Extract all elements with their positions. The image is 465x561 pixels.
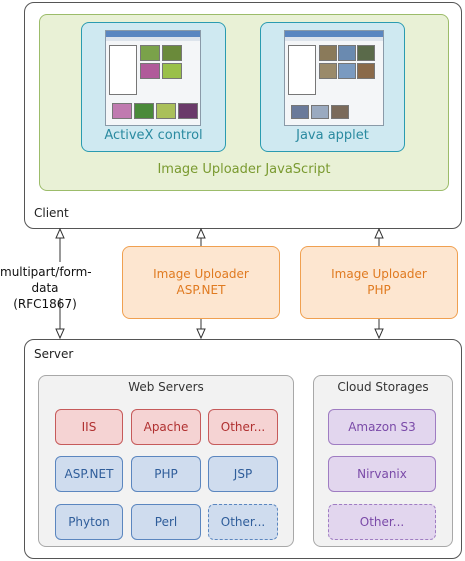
web-servers-title: Web Servers — [128, 380, 204, 394]
client-label: Client — [34, 206, 69, 220]
php-platform-box: PHP — [131, 456, 201, 492]
amazon-s3-box: Amazon S3 — [328, 409, 436, 445]
perl-platform-box: Perl — [131, 504, 201, 540]
uploader-php-box: Image Uploader PHP — [300, 246, 458, 319]
server-label: Server — [34, 347, 74, 361]
uploader-aspnet-line1: Image Uploader — [153, 267, 249, 281]
php-arrow-down-icon — [374, 328, 384, 340]
protocol-line-2: (RFC1867) — [13, 297, 77, 311]
activex-screenshot — [105, 30, 201, 126]
iis-box: IIS — [55, 409, 123, 445]
activex-label: ActiveX control — [104, 128, 203, 143]
java-applet-box — [260, 22, 405, 152]
protocol-label: multipart/form-data (RFC1867) — [0, 264, 92, 312]
uploader-php-line1: Image Uploader — [331, 267, 427, 281]
nirvanix-box: Nirvanix — [328, 456, 436, 492]
aspnet-platform-box: ASP.NET — [55, 456, 123, 492]
java-applet-screenshot — [284, 30, 384, 126]
php-arrow-up-icon — [374, 227, 384, 239]
protocol-arrow-up-icon — [55, 227, 65, 239]
apache-box: Apache — [131, 409, 201, 445]
protocol-arrow-down-icon — [55, 328, 65, 340]
python-platform-box: Phyton — [55, 504, 123, 540]
other-web-server-box: Other... — [208, 409, 278, 445]
jsp-platform-box: JSP — [208, 456, 278, 492]
uploader-php-line2: PHP — [367, 283, 391, 297]
activex-control-box — [81, 22, 226, 152]
javascript-label: Image Uploader JavaScript — [157, 162, 331, 177]
aspnet-arrow-down-icon — [196, 328, 206, 340]
cloud-storages-title: Cloud Storages — [337, 380, 429, 394]
uploader-aspnet-box: Image Uploader ASP.NET — [122, 246, 280, 319]
uploader-aspnet-line2: ASP.NET — [176, 283, 226, 297]
other-platform-box: Other... — [208, 504, 278, 540]
aspnet-arrow-up-icon — [196, 227, 206, 239]
protocol-line-1: multipart/form-data — [0, 265, 92, 295]
other-cloud-box: Other... — [328, 504, 436, 540]
java-applet-label: Java applet — [296, 128, 369, 143]
